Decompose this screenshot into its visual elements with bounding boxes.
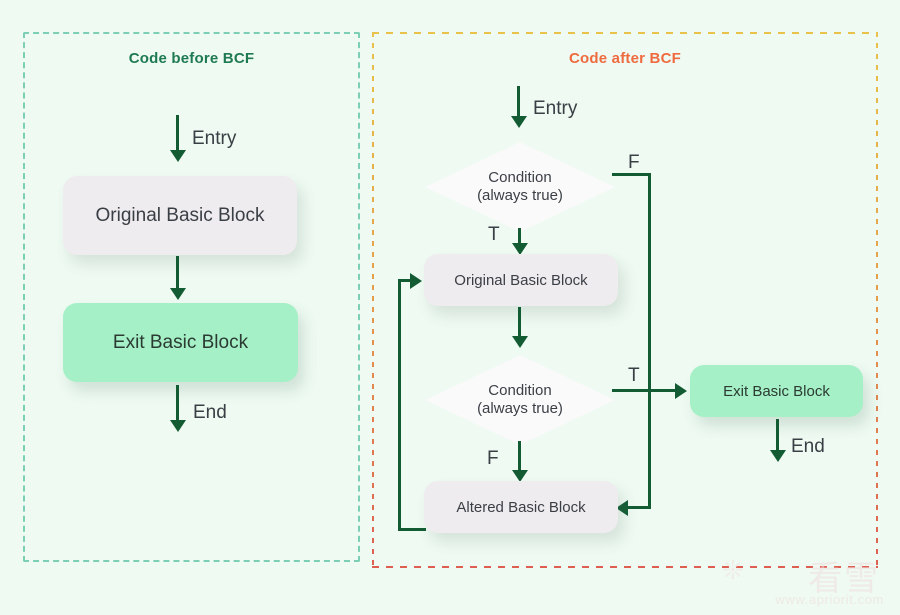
node-original-basic-block-before[interactable]: Original Basic Block xyxy=(63,176,297,255)
edge-entry-arrowhead-before xyxy=(170,150,186,162)
edge-entry-line-after xyxy=(517,86,520,119)
edge-cond1-false-h xyxy=(612,173,651,176)
edge-cond2-false-arrowhead xyxy=(512,470,528,482)
edge-label-cond2-false: F xyxy=(487,448,499,469)
node-exit-basic-block-after[interactable]: Exit Basic Block xyxy=(690,365,863,417)
edge-original-to-cond2-line xyxy=(518,307,521,339)
edge-loop-arrowhead xyxy=(410,273,422,289)
edge-loop-top xyxy=(398,279,412,282)
edge-cond1-true-line xyxy=(518,228,521,246)
edge-loop-bottom xyxy=(398,528,426,531)
edge-entry-arrowhead-after xyxy=(511,116,527,128)
edge-label-cond1-false: F xyxy=(628,152,640,173)
edge-label-end-after: End xyxy=(791,436,825,457)
edge-original-to-cond2-arrowhead xyxy=(512,336,528,348)
edge-cond1-false-arrowhead xyxy=(616,500,628,516)
edge-original-to-exit-line xyxy=(176,256,179,290)
condition-1-line1: Condition xyxy=(488,168,552,186)
edge-label-entry-before: Entry xyxy=(192,128,237,149)
panel-after-border-bottom xyxy=(372,566,878,568)
condition-2-labels: Condition (always true) xyxy=(425,355,615,445)
edge-end-line-after xyxy=(776,419,779,453)
watermark-cjk: 看雪 xyxy=(808,559,880,599)
edge-cond2-false-line xyxy=(518,441,521,473)
panel-after-border-left xyxy=(372,32,374,568)
edge-end-arrowhead-after xyxy=(770,450,786,462)
watermark: ❊ 看雪 www.apriorit.com xyxy=(722,551,892,613)
condition-1-labels: Condition (always true) xyxy=(425,142,615,232)
panel-before-title: Code before BCF xyxy=(128,50,255,67)
panel-after-border-right xyxy=(876,32,878,568)
node-condition-2[interactable]: Condition (always true) xyxy=(425,355,615,445)
node-altered-basic-block[interactable]: Altered Basic Block xyxy=(424,481,618,533)
edge-label-cond2-true: T xyxy=(628,365,640,386)
condition-2-line1: Condition xyxy=(488,381,552,399)
edge-end-arrowhead-before xyxy=(170,420,186,432)
watermark-glyph-icon: ❊ xyxy=(722,555,744,585)
edge-entry-line-before xyxy=(176,115,179,153)
edge-loop-left xyxy=(398,279,401,531)
panel-after-title: Code after BCF xyxy=(569,50,681,67)
watermark-url: www.apriorit.com xyxy=(775,592,884,607)
edge-cond2-true-line xyxy=(612,389,679,392)
node-original-basic-block-after[interactable]: Original Basic Block xyxy=(424,254,618,306)
edge-cond1-false-h2 xyxy=(628,506,651,509)
node-condition-1[interactable]: Condition (always true) xyxy=(425,142,615,232)
edge-label-cond1-true: T xyxy=(488,224,500,245)
panel-after-border-top xyxy=(372,32,878,34)
edge-label-entry-after: Entry xyxy=(533,98,578,119)
edge-label-end-before: End xyxy=(193,402,227,423)
panel-code-before-bcf xyxy=(23,32,360,562)
edge-cond1-true-arrowhead xyxy=(512,243,528,255)
edge-cond2-true-arrowhead xyxy=(675,383,687,399)
edge-cond1-false-v xyxy=(648,173,651,508)
edge-end-line-before xyxy=(176,385,179,423)
condition-2-line2: (always true) xyxy=(477,400,563,417)
edge-original-to-exit-arrowhead xyxy=(170,288,186,300)
node-exit-basic-block-before[interactable]: Exit Basic Block xyxy=(63,303,298,382)
condition-1-line2: (always true) xyxy=(477,187,563,204)
